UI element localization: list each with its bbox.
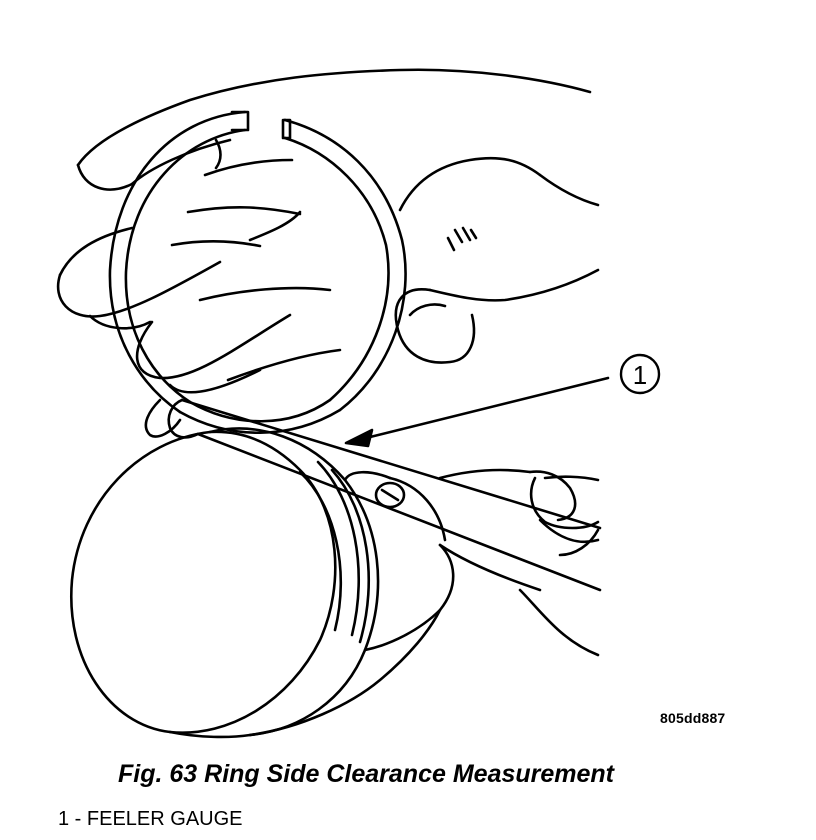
figure-title: Ring Side Clearance Measurement <box>204 760 615 788</box>
piston-ring <box>108 110 407 435</box>
lower-hand <box>438 468 600 657</box>
ring-clearance-illustration: 1 <box>56 68 661 739</box>
legend-label: FEELER GAUGE <box>86 808 243 830</box>
callout-1: 1 <box>619 353 661 395</box>
legend-number: 1 <box>58 808 70 830</box>
legend-item-1: 1 - FEELER GAUGE <box>58 808 243 831</box>
figure-caption: Fig. 63 Ring Side Clearance Measurement <box>118 760 614 789</box>
callout-1-number: 1 <box>633 360 647 390</box>
callout-leader <box>344 376 610 448</box>
piston <box>69 427 455 739</box>
legend-separator: - <box>69 808 87 830</box>
figure-number: Fig. 63 <box>118 760 198 788</box>
image-code: 805dd887 <box>660 710 726 726</box>
upper-hand <box>56 68 600 438</box>
